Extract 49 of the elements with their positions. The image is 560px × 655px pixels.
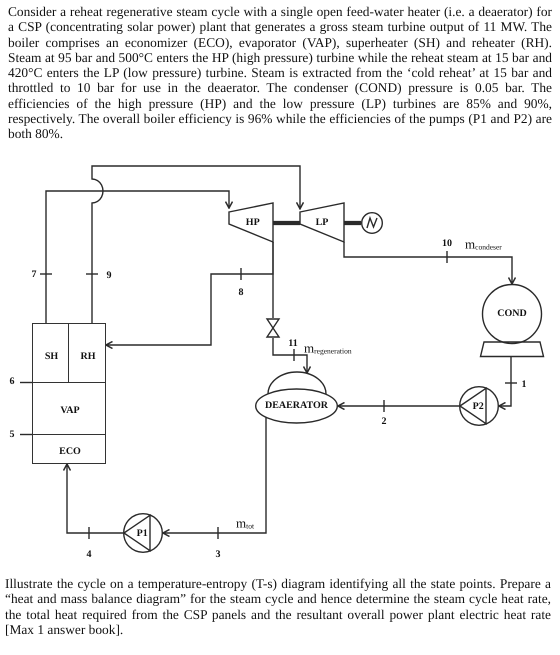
equipment-label: SH — [44, 352, 58, 362]
mass-flow-label: m$_{tot}$ — [236, 516, 254, 530]
mass-flow-label: m$_{condeser}$ — [465, 237, 502, 251]
state-point-number: 11 — [288, 339, 298, 349]
flow-arrow — [343, 242, 516, 285]
condenser-symbol — [480, 284, 544, 357]
pump-symbol — [123, 513, 163, 553]
boiler-section — [68, 323, 106, 383]
turbine-symbol — [229, 203, 273, 242]
generator-symbol — [361, 212, 383, 234]
flow-arrow — [337, 402, 459, 410]
pipe-line — [272, 242, 274, 318]
equipment-label: VAP — [60, 406, 80, 416]
state-point-number: 8 — [238, 288, 244, 298]
flow-arrow — [272, 338, 312, 374]
equipment-label: P1 — [136, 528, 148, 539]
pump-symbol — [459, 386, 499, 426]
equipment-label: DEAERATOR — [265, 401, 328, 412]
flow-arrow — [91, 165, 304, 323]
state-point-number: 7 — [32, 270, 36, 280]
equipment-label: ECO — [59, 446, 81, 456]
task-statement: Illustrate the cycle on a temperature-entropy (T-s) diagram identifying all the state points. Prepare a “heat and mass balance diagram” for the steam cycle and hence determine the steam cycle heat rate, the total heat required from the CSP panels and the resultant overall power plant electric heat rate [Max 1 answer book]. — [5, 576, 551, 638]
problem-statement: Consider a reheat regenerative steam cycle with a single open feed-water heater (i.e. a deaerator) for a CSP (concentrating solar power) plant that generates a gross steam turbine output of 11 MW. The boiler comprises an economizer (ECO), evaporator (VAP), superheater (SH) and reheater (RH). Steam at 95 bar and 500°C enters the HP (high pressure) turbine while the reheat steam at 15 bar and 420°C enters the LP (low pressure) turbine. Steam is extracted from the ‘cold reheat’ at 15 bar and throttled to 10 bar for use in the deaerator. The condenser (COND) pressure is 0.05 bar. The efficiencies of the high pressure (HP) and the low pressure (LP) turbines are 85% and 90%, respectively. The overall boiler efficiency is 96% while the efficiencies of the pumps (P1 and P2) are both 80%. — [8, 4, 552, 142]
boiler-section — [32, 434, 106, 464]
state-point-number: 3 — [216, 550, 220, 560]
equipment-label: LP — [316, 218, 328, 228]
valve-symbol — [266, 318, 280, 338]
state-point-number: 1 — [522, 380, 526, 390]
mass-flow-label: m$_{regeneration}$ — [304, 341, 352, 355]
deaerator-tank — [255, 372, 338, 424]
boiler-section — [32, 323, 69, 383]
state-point-number: 6 — [10, 377, 14, 387]
equipment-label: HP — [246, 218, 260, 228]
state-point-number: 5 — [10, 430, 14, 440]
state-point-number: 10 — [442, 239, 452, 249]
equipment-label: P2 — [472, 402, 484, 412]
flow-arrow — [498, 357, 512, 410]
state-point-number: 2 — [382, 417, 386, 427]
flow-arrow — [162, 417, 267, 538]
shaft-line — [273, 220, 300, 226]
state-point-number: 9 — [106, 271, 112, 281]
boiler-section — [32, 382, 106, 435]
equipment-label: RH — [80, 352, 96, 362]
state-point-number: 4 — [86, 550, 92, 560]
flow-arrow — [45, 190, 234, 323]
flow-arrow — [62, 463, 123, 534]
equipment-label: COND — [497, 308, 527, 319]
turbine-symbol — [300, 203, 344, 242]
shaft-line — [344, 220, 361, 226]
